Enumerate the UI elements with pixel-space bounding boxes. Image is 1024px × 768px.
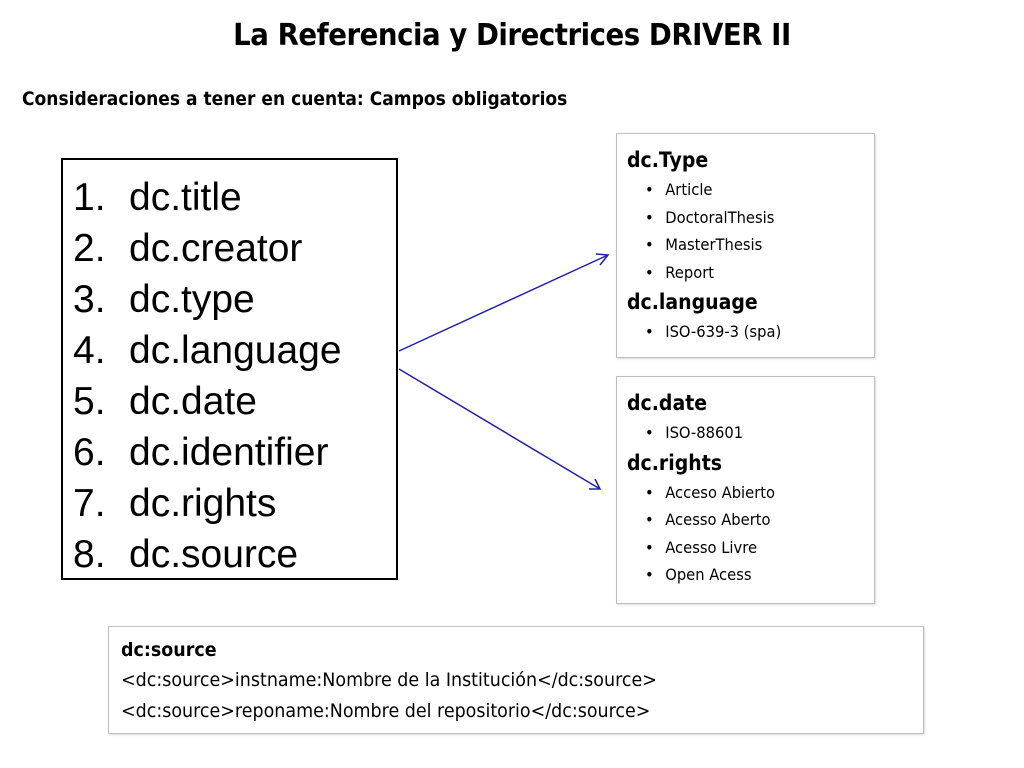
arrow-to-type-panel bbox=[398, 254, 609, 352]
bullet-icon: • bbox=[645, 565, 654, 584]
field-label: dc.type bbox=[129, 278, 255, 321]
arrowhead-icon bbox=[595, 253, 610, 266]
mandatory-fields-box: 1. dc.title 2. dc.creator 3. dc.type 4. dc.l… bbox=[61, 158, 398, 580]
date-list: • ISO-88601 bbox=[627, 419, 864, 447]
type-item: • MasterThesis bbox=[645, 231, 846, 259]
arrow-to-rights-panel bbox=[398, 368, 601, 490]
field-label: dc.rights bbox=[129, 482, 277, 525]
bullet-icon: • bbox=[645, 180, 654, 199]
field-number: 1. bbox=[73, 176, 106, 219]
mandatory-fields-list: 1. dc.title 2. dc.creator 3. dc.type 4. dc.l… bbox=[63, 160, 396, 580]
date-heading: dc.date bbox=[627, 391, 708, 415]
field-item: 6. dc.identifier bbox=[73, 427, 396, 478]
bullet-icon: • bbox=[645, 510, 654, 529]
arrowhead-icon bbox=[589, 478, 602, 490]
type-item-label: Report bbox=[665, 262, 715, 282]
field-number: 5. bbox=[73, 380, 106, 423]
rights-item: • Acceso Abierto bbox=[645, 479, 846, 507]
field-label: dc.date bbox=[129, 380, 257, 423]
type-list: • Article • DoctoralThesis • MasterThesis •… bbox=[627, 176, 864, 286]
language-list: • ISO-639-3 (spa) bbox=[627, 318, 864, 346]
language-heading: dc.language bbox=[627, 290, 758, 314]
language-item-label: ISO-639-3 (spa) bbox=[665, 322, 782, 341]
field-number: 7. bbox=[73, 482, 106, 525]
type-item-label: MasterThesis bbox=[665, 235, 763, 254]
field-item: 7. dc.rights bbox=[73, 478, 396, 529]
rights-item: • Acesso Livre bbox=[645, 534, 846, 562]
type-item: • Report bbox=[645, 259, 846, 287]
bullet-icon: • bbox=[645, 482, 654, 502]
bullet-icon: • bbox=[645, 537, 654, 557]
field-label: dc.identifier bbox=[129, 431, 329, 474]
field-item: 2. dc.creator bbox=[73, 223, 396, 274]
type-item-label: Article bbox=[665, 180, 713, 199]
rights-item: • Open Acess bbox=[645, 561, 846, 589]
bullet-icon: • bbox=[645, 235, 654, 254]
field-label: dc.language bbox=[129, 329, 342, 372]
source-heading: dc:source bbox=[121, 639, 217, 661]
field-label: dc.creator bbox=[129, 227, 303, 270]
slide-subtitle: Consideraciones a tener en cuenta: Campo… bbox=[22, 88, 568, 110]
type-heading: dc.Type bbox=[627, 148, 709, 172]
bullet-icon: • bbox=[645, 322, 654, 341]
bullet-icon: • bbox=[645, 262, 654, 282]
date-item: • ISO-88601 bbox=[645, 419, 846, 447]
field-item: 5. dc.date bbox=[73, 376, 396, 427]
field-number: 2. bbox=[73, 227, 106, 270]
field-number: 3. bbox=[73, 278, 106, 321]
rights-item-label: Open Acess bbox=[665, 565, 752, 584]
date-rights-panel: dc.date • ISO-88601 dc.rights • Acceso Abi… bbox=[616, 376, 875, 604]
rights-item-label: Acesso Livre bbox=[665, 537, 758, 557]
field-label: dc.title bbox=[129, 176, 242, 219]
date-item-label: ISO-88601 bbox=[665, 423, 744, 442]
rights-item-label: Acesso Aberto bbox=[665, 510, 771, 529]
field-number: 8. bbox=[73, 533, 106, 576]
field-item: 8. dc.source bbox=[73, 529, 396, 580]
type-item-label: DoctoralThesis bbox=[665, 207, 775, 227]
field-item: 3. dc.type bbox=[73, 274, 396, 325]
source-line-institution: <dc:source>instname:Nombre de la Institu… bbox=[121, 669, 657, 691]
field-label: dc.source bbox=[129, 533, 299, 576]
field-item: 4. dc.language bbox=[73, 325, 396, 376]
rights-list: • Acceso Abierto • Acesso Aberto • Acesso L… bbox=[627, 479, 864, 589]
field-item: 1. dc.title bbox=[73, 172, 396, 223]
source-panel: dc:source <dc:source>instname:Nombre de … bbox=[108, 626, 924, 734]
bullet-icon: • bbox=[645, 207, 654, 227]
field-number: 6. bbox=[73, 431, 106, 474]
rights-heading: dc.rights bbox=[627, 450, 722, 475]
rights-item: • Acesso Aberto bbox=[645, 506, 846, 534]
type-language-panel: dc.Type • Article • DoctoralThesis • Master… bbox=[616, 133, 875, 358]
slide-title: La Referencia y Directrices DRIVER II bbox=[233, 18, 791, 53]
type-item: • Article bbox=[645, 176, 846, 204]
bullet-icon: • bbox=[645, 423, 654, 442]
language-item: • ISO-639-3 (spa) bbox=[645, 318, 846, 346]
rights-item-label: Acceso Abierto bbox=[665, 482, 776, 502]
field-number: 4. bbox=[73, 329, 106, 372]
type-item: • DoctoralThesis bbox=[645, 204, 846, 232]
source-line-repository: <dc:source>reponame:Nombre del repositor… bbox=[121, 700, 651, 722]
